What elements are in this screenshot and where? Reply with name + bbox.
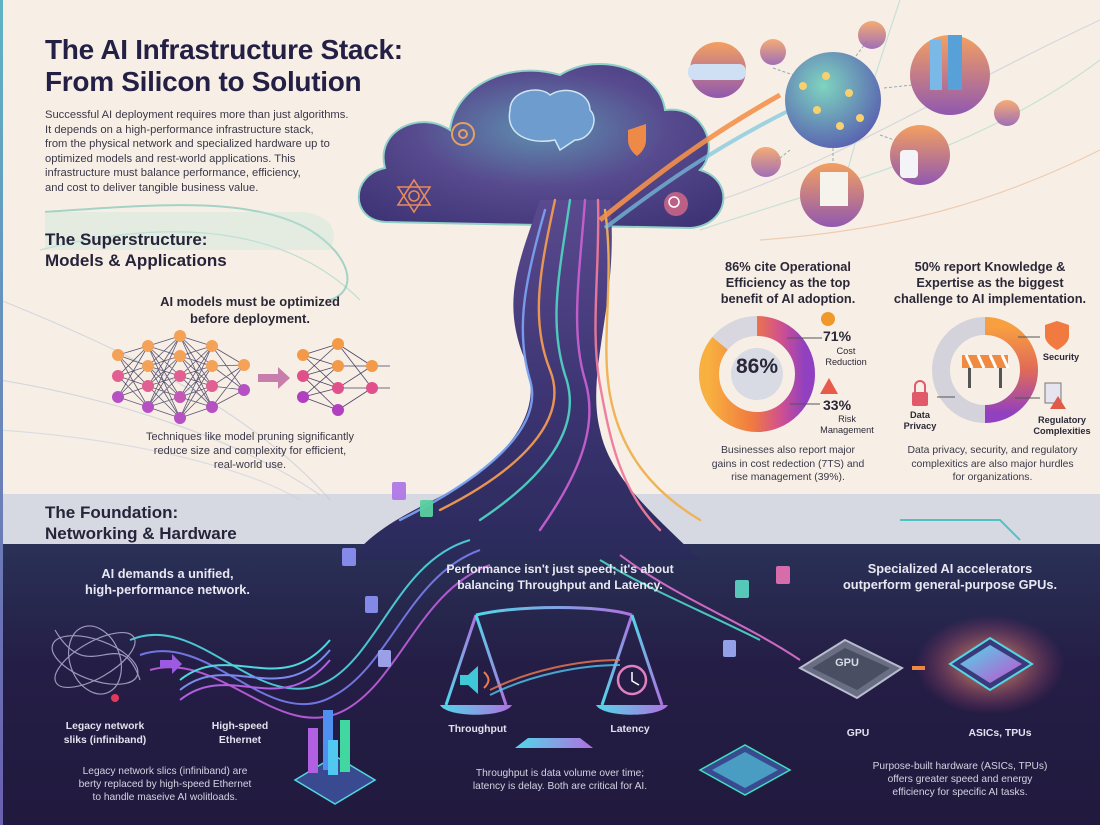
- cost-reduction-label: Cost Reduction: [825, 346, 867, 367]
- gpu-chip-text: GPU: [835, 657, 859, 669]
- brain-icon: [508, 89, 595, 152]
- dark-background: [0, 544, 1100, 825]
- foundation-heading: The Foundation: Networking & Hardware: [45, 503, 237, 543]
- arrow-right-icon: [258, 367, 290, 389]
- server-chip-icon: [293, 710, 377, 805]
- hands-icon: [858, 21, 886, 49]
- network-heading: AI demands a unified, high-performance n…: [85, 566, 250, 597]
- arrow-right-icon: [160, 654, 182, 674]
- network-node-icon: [111, 694, 119, 702]
- clock-icon: [616, 664, 648, 696]
- throughput-label: Throughput: [448, 724, 507, 735]
- gear-icon: [451, 122, 475, 146]
- network-caption: Legacy network slics (infiniband) are be…: [78, 766, 252, 804]
- small-car-badge-icon: [760, 39, 786, 65]
- regulatory-complexities-label: Regulatory Complexities: [1033, 415, 1091, 436]
- doctor-icon: [890, 125, 950, 185]
- benefits-center-value: 86%: [735, 355, 779, 378]
- city-icon: [910, 35, 990, 115]
- ethernet-stream-icon: [179, 639, 331, 701]
- gear-background-icon: [731, 348, 783, 400]
- gpu-label: GPU: [846, 728, 870, 739]
- benefits-caption: Businesses also report major gains in co…: [711, 445, 865, 483]
- pruned-neural-network-icon: [297, 338, 390, 416]
- globe-network-icon: [785, 52, 881, 148]
- performance-heading: Performance isn't just speed; it's about…: [446, 562, 674, 592]
- shield-icon: [628, 124, 646, 156]
- warning-triangle-icon: [820, 378, 838, 394]
- risk-management-label: Risk Management: [820, 414, 874, 435]
- document-warning-icon: [1044, 382, 1066, 409]
- lab-flask-icon: [751, 147, 781, 177]
- calendar-icon: [994, 100, 1020, 126]
- gpu-chip-icon: [797, 638, 905, 700]
- dense-neural-network-icon: [112, 330, 250, 424]
- page-title: The AI Infrastructure Stack: From Silico…: [45, 34, 403, 97]
- superstructure-heading: The Superstructure: Models & Application…: [45, 230, 227, 270]
- document-writing-icon: [800, 163, 864, 227]
- models-caption: Techniques like model pruning significan…: [146, 431, 354, 471]
- asic-chip-icon: [948, 636, 1034, 692]
- asic-tpu-label: ASICs, TPUs: [968, 728, 1032, 739]
- speaker-icon: [460, 666, 490, 694]
- car-icon: [688, 42, 746, 98]
- network-star-icon: [396, 178, 432, 214]
- shield-check-icon: [1045, 321, 1069, 350]
- cost-reduction-pct: 71%: [823, 328, 852, 344]
- barrier-icon: [962, 354, 1010, 388]
- risk-management-pct: 33%: [823, 397, 852, 413]
- dollar-coin-icon: [821, 312, 835, 326]
- padlock-icon: [912, 380, 928, 406]
- legacy-network-label: Legacy network sliks (infiniband): [63, 721, 147, 746]
- security-label: Security: [1042, 352, 1080, 362]
- latency-label: Latency: [610, 724, 650, 735]
- performance-caption: Throughput is data volume over time; lat…: [472, 768, 648, 793]
- tangled-legacy-network-icon: [51, 625, 141, 695]
- accelerators-heading: Specialized AI accelerators outperform g…: [842, 561, 1058, 592]
- data-privacy-label: Data Privacy: [903, 410, 937, 431]
- intro-paragraph: Successful AI deployment requires more t…: [45, 109, 349, 194]
- challenges-caption: Data privacy, security, and regulatory c…: [907, 445, 1078, 483]
- search-magnifier-icon: [664, 192, 688, 216]
- circuit-chip-icon: [698, 744, 792, 796]
- left-edge-strip: [0, 0, 3, 825]
- benefits-heading: 86% cite Operational Efficiency as the t…: [720, 259, 856, 306]
- ethernet-label: High-speed Ethernet: [211, 721, 269, 746]
- accelerators-caption: Purpose-built hardware (ASICs, TPUs) off…: [872, 761, 1048, 799]
- challenges-heading: 50% report Knowledge & Expertise as the …: [893, 259, 1087, 306]
- models-subheading: AI models must be optimized before deplo…: [160, 294, 340, 326]
